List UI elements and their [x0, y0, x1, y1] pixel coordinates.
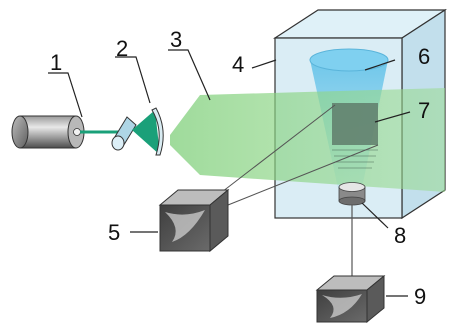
- leader-1: [48, 72, 83, 118]
- leader-3: [168, 49, 211, 101]
- label-5: 5: [108, 220, 120, 245]
- label-6: 6: [418, 44, 430, 69]
- label-8: 8: [394, 223, 406, 248]
- label-3: 3: [170, 27, 182, 52]
- leader-2: [115, 56, 151, 104]
- cylindrical-lens: [111, 107, 164, 156]
- sample-block: [332, 103, 378, 145]
- leader-7: [374, 111, 411, 123]
- objective-top: [338, 182, 366, 192]
- laser-back-end: [11, 115, 29, 149]
- leader-8: [361, 202, 389, 229]
- cone-top: [309, 48, 389, 72]
- camera5-link-b: [227, 144, 379, 206]
- leader-lines: [48, 49, 411, 297]
- label-4: 4: [232, 52, 244, 77]
- sample-stripes: [332, 149, 378, 169]
- leader-4: [251, 59, 277, 69]
- camera-9: [315, 274, 386, 324]
- lens-beam-fan: [132, 110, 160, 155]
- camera9-highlight: [322, 294, 362, 318]
- label-7: 7: [418, 98, 430, 123]
- camera-5: [158, 188, 230, 253]
- objective-bottom: [338, 196, 366, 206]
- leader-6: [364, 59, 396, 71]
- lens-focusing-element: [151, 107, 164, 156]
- camera5-link-a: [204, 104, 336, 206]
- camera5-highlight: [165, 210, 205, 242]
- label-2: 2: [116, 36, 128, 61]
- laser-source: [11, 115, 85, 149]
- laser-aperture: [73, 128, 81, 136]
- sample: [332, 103, 378, 169]
- lens-end: [111, 135, 125, 151]
- objective-lens: [338, 182, 366, 206]
- label-9: 9: [414, 284, 426, 309]
- label-1: 1: [50, 50, 62, 75]
- light-sheet: [170, 88, 445, 192]
